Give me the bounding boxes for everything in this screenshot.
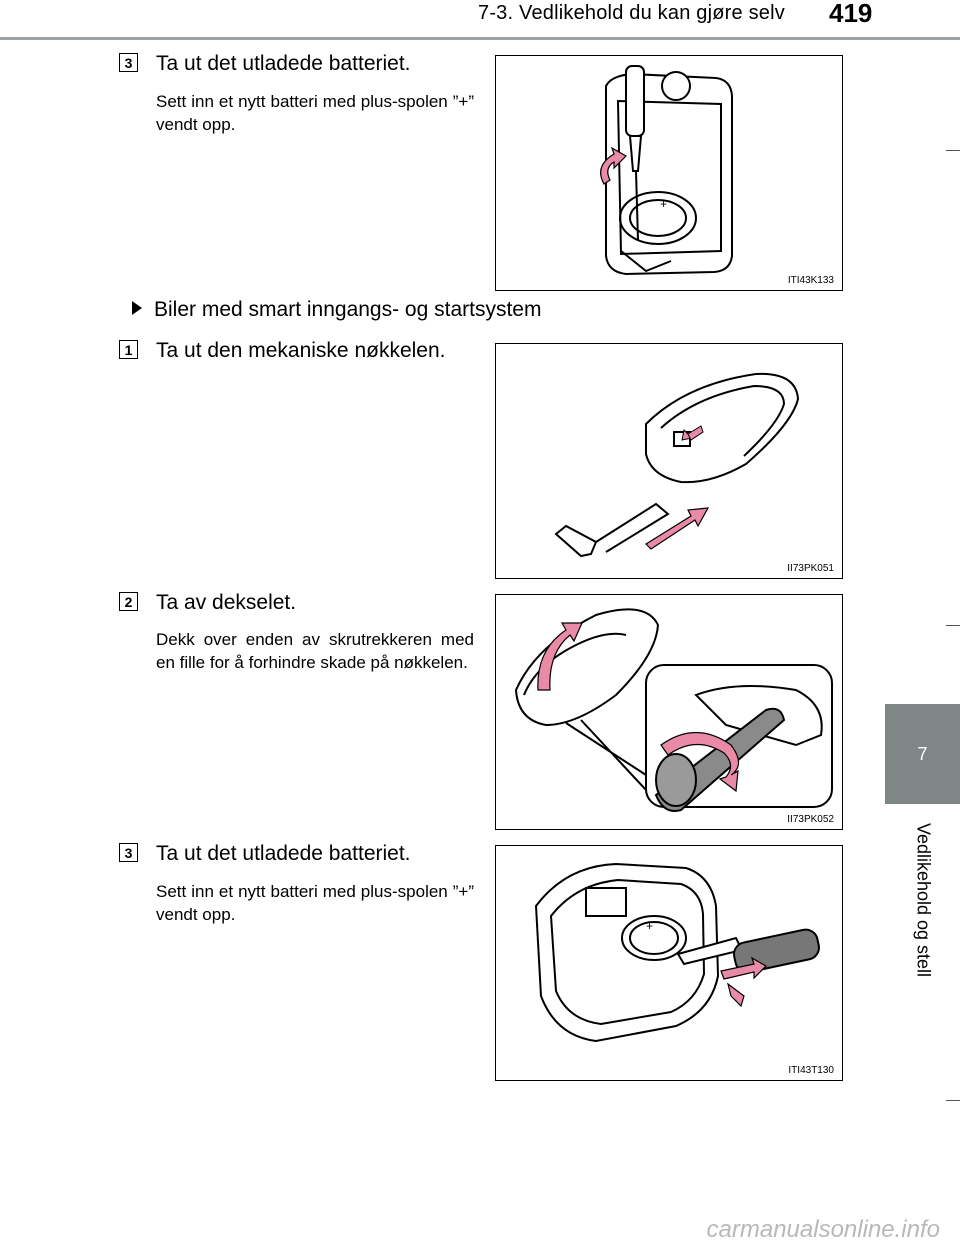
figure-battery-removal-1: + ITI43K133	[495, 55, 843, 291]
step-title: Ta ut det utladede batteriet.	[156, 842, 411, 865]
margin-tick	[946, 150, 960, 151]
step-title: Ta ut den mekaniske nøkkelen.	[156, 339, 446, 362]
section-heading-text: Biler med smart inngangs- og startsystem	[154, 298, 542, 321]
chapter-tab[interactable]: 7	[885, 704, 960, 804]
cover-removal-illustration	[514, 608, 833, 812]
step-number-badge: 2	[119, 592, 138, 611]
step-title: Ta ut det utladede batteriet.	[156, 52, 411, 75]
figure-battery-removal-2: + ITI43T130	[495, 845, 843, 1081]
step-number-badge: 1	[119, 340, 138, 359]
key-battery-illustration: +	[600, 65, 733, 276]
margin-tick	[946, 1100, 960, 1101]
svg-text:+: +	[646, 919, 653, 933]
watermark-text: carmanualsonline.info	[706, 1216, 940, 1243]
header-rule	[0, 37, 960, 40]
step-description: Dekk over enden av skrutrekkeren med en …	[156, 630, 474, 672]
step-number-badge: 3	[119, 53, 138, 72]
triangle-bullet-icon	[132, 301, 142, 315]
figure-code: ITI43K133	[787, 275, 834, 286]
figure-remove-cover: II73PK052	[495, 594, 843, 830]
step-description: Sett inn et nytt batteri med plus-spolen…	[156, 92, 474, 134]
svg-text:+: +	[660, 197, 667, 211]
step-description: Sett inn et nytt batteri med plus-spolen…	[156, 882, 474, 924]
header-title: 7-3. Vedlikehold du kan gjøre selv	[478, 2, 785, 24]
figure-code: II73PK051	[787, 563, 834, 574]
figure-code: ITI43T130	[788, 1065, 834, 1076]
open-key-battery-illustration: +	[534, 862, 820, 1043]
step-number-badge: 3	[119, 843, 138, 862]
chapter-side-label-container: Vedlikehold og stell	[885, 805, 960, 995]
figure-mechanical-key: II73PK051	[495, 343, 843, 579]
margin-tick	[946, 625, 960, 626]
figure-code: II73PK052	[787, 814, 834, 825]
chapter-side-label: Vedlikehold og stell	[913, 822, 933, 978]
step-title: Ta av dekselet.	[156, 591, 297, 614]
smart-key-illustration	[554, 372, 800, 558]
chapter-number: 7	[917, 744, 928, 764]
page-number: 419	[829, 0, 873, 28]
section-heading: Biler med smart inngangs- og startsystem	[132, 298, 541, 322]
